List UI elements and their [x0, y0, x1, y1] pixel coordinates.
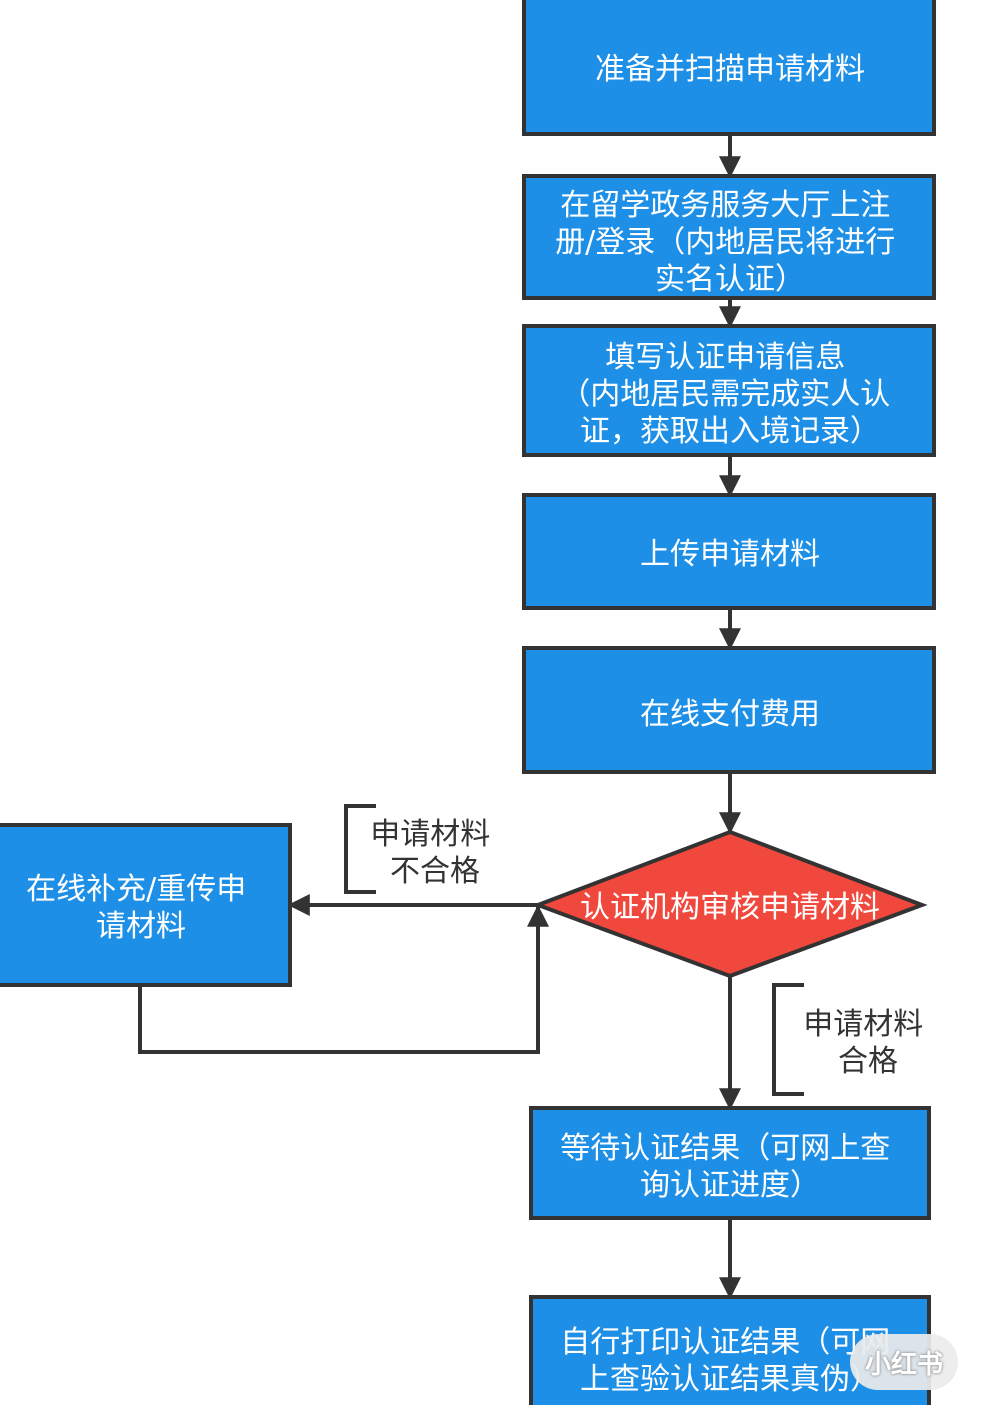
node-review-label: 认证机构审核申请材料 [580, 890, 880, 925]
annotation-brackets [344, 804, 804, 1096]
node-wait-label: 等待认证结果（可网上查 询认证进度） [560, 1131, 900, 1203]
node-fill-info-label: 填写认证申请信息 （内地居民需完成实人认 证，获取出入境记录） [560, 340, 900, 449]
connectors [138, 134, 741, 1300]
node-resubmit-label: 在线补充/重传申 请材料 [26, 872, 256, 944]
arrow-resubmit-back-to-review [138, 904, 549, 1054]
bracket-fail [344, 804, 376, 894]
node-pay: 在线支付费用 [522, 646, 936, 774]
xiaohongshu-logo-icon: 小红书 [850, 1334, 958, 1390]
node-prepare-label: 准备并扫描申请材料 [595, 52, 865, 87]
node-wait: 等待认证结果（可网上查 询认证进度） [529, 1106, 931, 1220]
node-review-decision: 认证机构审核申请材料 [532, 829, 928, 979]
watermark-text: 小红书 [864, 1349, 943, 1380]
node-upload: 上传申请材料 [522, 493, 936, 610]
node-register: 在留学政务服务大厅上注 册/登录（内地居民将进行 实名认证） [522, 174, 936, 300]
label-pass: 申请材料 合格 [803, 1007, 933, 1079]
node-prepare: 准备并扫描申请材料 [522, 0, 936, 136]
node-pay-label: 在线支付费用 [640, 697, 820, 732]
node-register-label: 在留学政务服务大厅上注 册/登录（内地居民将进行 实名认证） [555, 188, 905, 297]
node-fill-info: 填写认证申请信息 （内地居民需完成实人认 证，获取出入境记录） [522, 324, 936, 457]
node-resubmit: 在线补充/重传申 请材料 [0, 823, 292, 987]
node-upload-label: 上传申请材料 [640, 537, 820, 572]
bracket-pass [772, 983, 804, 1096]
label-fail: 申请材料 不合格 [370, 817, 500, 889]
node-print-label: 自行打印认证结果（可网 上查验认证结果真伪） [560, 1325, 900, 1397]
